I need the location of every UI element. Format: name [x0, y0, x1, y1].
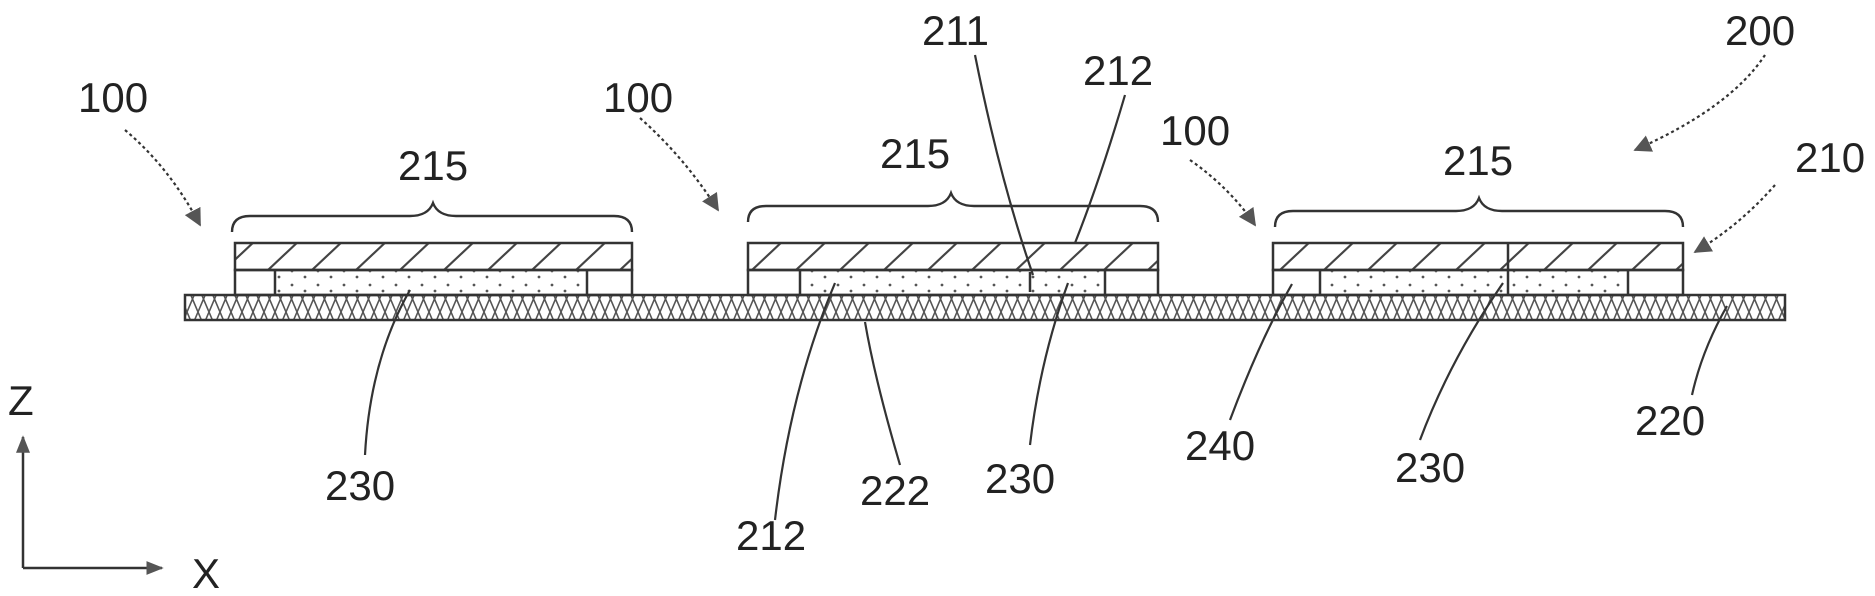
label-substrate: 220	[1635, 397, 1705, 444]
label-spacer: 240	[1185, 422, 1255, 469]
label-film-right: 230	[1395, 444, 1465, 491]
label-unit-mid: 100	[603, 74, 673, 121]
label-unit-right: 100	[1160, 107, 1230, 154]
leader-via	[973, 54, 1035, 276]
label-unit-left: 100	[78, 74, 148, 121]
label-span-left: 215	[398, 142, 468, 189]
component-middle	[746, 241, 1160, 297]
component-right	[1271, 241, 1685, 297]
label-span-mid: 215	[880, 130, 950, 177]
leader-film-left	[363, 289, 411, 456]
axis-indicator	[15, 435, 164, 575]
label-via: 211	[922, 7, 989, 54]
arrow-unit-left	[124, 129, 201, 227]
substrate-strip	[183, 293, 1787, 322]
leader-edge-top	[1073, 94, 1127, 244]
span-brace-right	[1273, 194, 1685, 228]
span-brace-mid	[746, 189, 1160, 223]
label-edge-bottom: 212	[736, 512, 806, 559]
label-edge-top: 212	[1083, 47, 1153, 94]
label-substrate-surface: 222	[860, 467, 930, 514]
leader-edge-bottom	[773, 282, 837, 521]
arrow-layer	[1693, 184, 1776, 253]
component-left	[233, 241, 634, 297]
arrow-assembly	[1633, 54, 1766, 152]
arrow-unit-right	[1189, 159, 1256, 227]
label-axis-z: Z	[8, 377, 34, 424]
label-layer: 210	[1795, 134, 1865, 181]
label-axis-x: X	[192, 550, 220, 596]
arrow-unit-mid	[639, 117, 719, 212]
leader-film-right	[1418, 282, 1504, 441]
leader-spacer	[1228, 283, 1293, 421]
label-span-right: 215	[1443, 137, 1513, 184]
label-film-mid: 230	[985, 455, 1055, 502]
label-film-left: 230	[325, 462, 395, 509]
label-assembly: 200	[1725, 7, 1795, 54]
leader-substrate	[1690, 305, 1728, 396]
leader-film-mid	[1028, 282, 1070, 446]
leader-substrate-surface	[863, 321, 902, 466]
span-brace-left	[230, 199, 634, 233]
